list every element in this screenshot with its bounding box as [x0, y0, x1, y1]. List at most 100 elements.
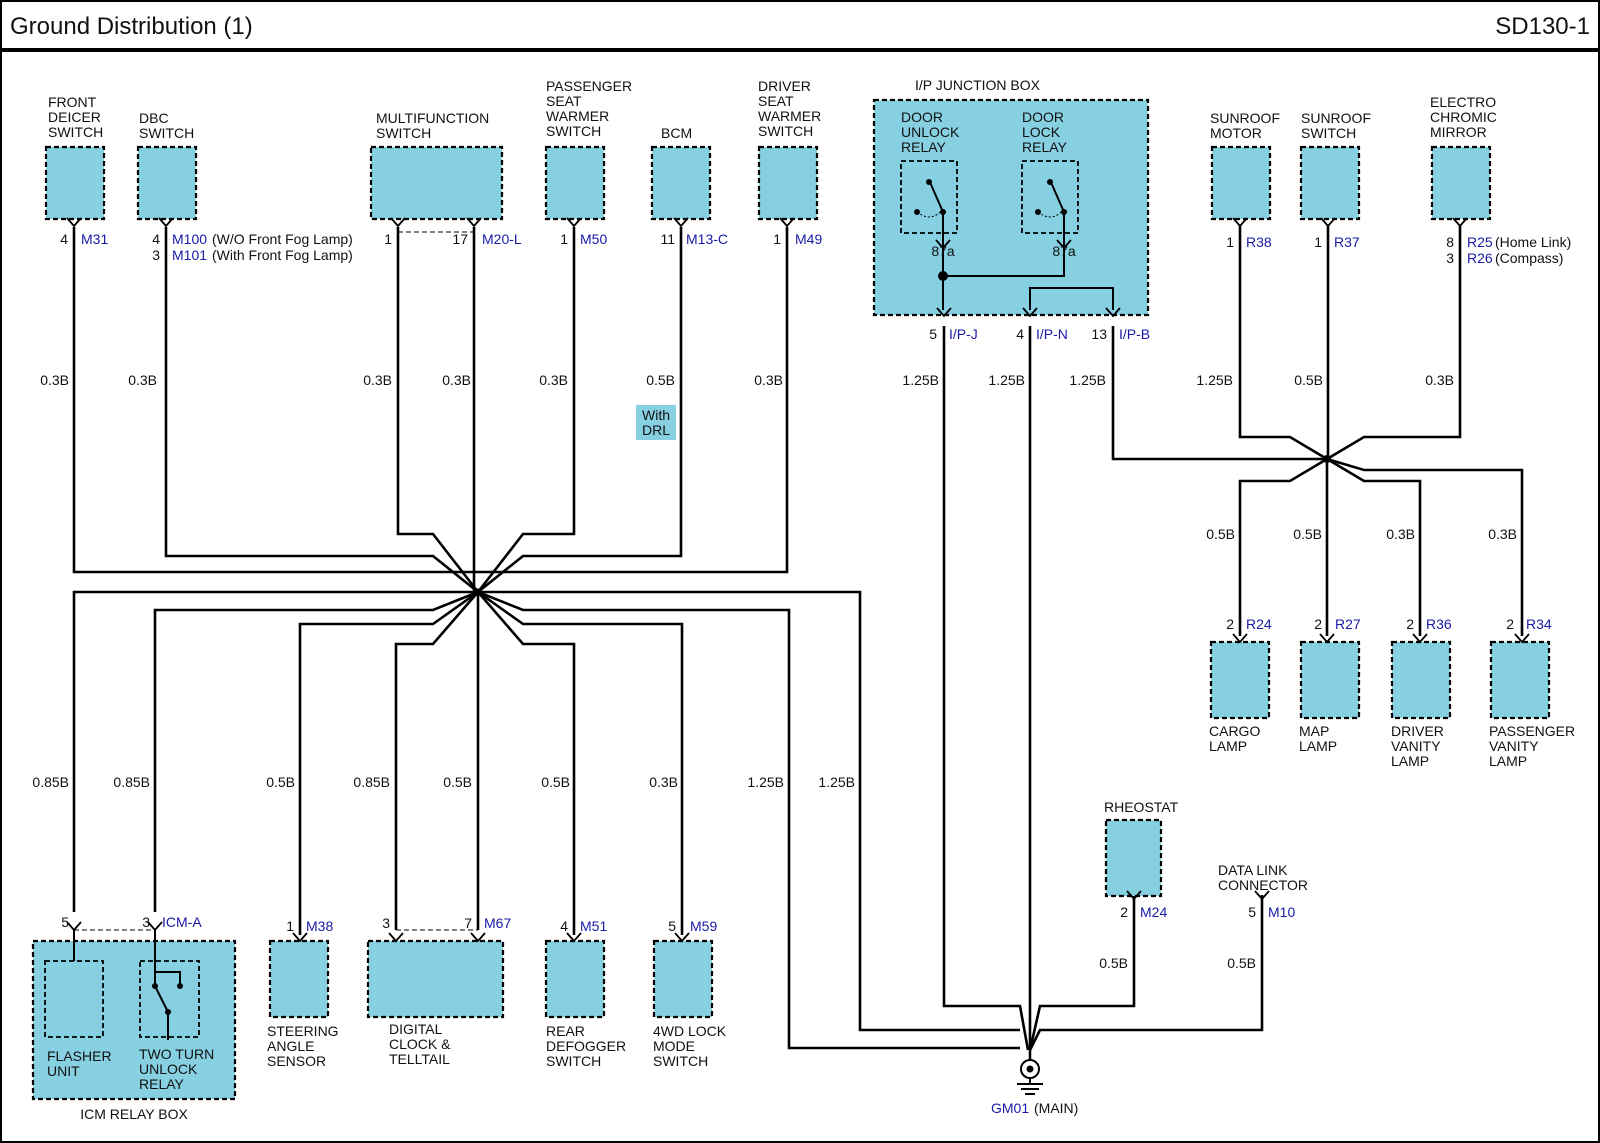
wire-gauge: 0.5B — [541, 774, 570, 790]
wire-gauge: 0.5B — [1294, 372, 1323, 388]
rear-defogger-switch — [544, 939, 606, 1019]
wire-gauge: 0.5B — [1206, 526, 1235, 542]
pin-number: 4 — [1016, 326, 1024, 342]
page-title: Ground Distribution (1) — [10, 13, 253, 40]
with-drl-note — [636, 405, 676, 440]
terminal-marker — [292, 932, 308, 943]
terminal-marker — [673, 217, 689, 228]
two-turn-unlock-relay — [139, 960, 200, 1038]
with-drl-text: With — [642, 407, 670, 423]
component-name: WARMER — [546, 108, 609, 124]
connector-id: R25 — [1467, 234, 1493, 250]
pin-number: 8 — [1446, 234, 1454, 250]
pin-number: 3 — [142, 914, 150, 930]
component-name: RHEOSTAT — [1104, 799, 1179, 815]
terminal-marker — [1056, 239, 1072, 250]
wire-gauge: 0.3B — [128, 372, 157, 388]
electro-chromic-mirror — [1430, 145, 1492, 221]
wire-gauge: 0.5B — [646, 372, 675, 388]
component-name: TWO TURN — [139, 1046, 214, 1062]
wire-gauge: 0.3B — [754, 372, 783, 388]
terminal-marker — [674, 932, 690, 943]
pin-number: 7 — [464, 915, 472, 931]
pin-number: 2 — [1314, 616, 1322, 632]
pin-number: 87a — [931, 243, 955, 259]
pin-number: 1 — [560, 231, 568, 247]
connector-id: M20-L — [482, 231, 522, 247]
pin-number: 11 — [660, 231, 675, 247]
terminal-marker — [1320, 217, 1336, 228]
connector-note: (Compass) — [1495, 250, 1563, 266]
component-name: SWITCH — [653, 1053, 708, 1069]
component-name: TELLTAIL — [389, 1051, 450, 1067]
sunroof-switch — [1299, 145, 1361, 221]
connector-id: M59 — [690, 918, 717, 934]
wire-gauge: 1.25B — [747, 774, 784, 790]
pin-number: 1 — [1314, 234, 1322, 250]
connector-id: M31 — [81, 231, 108, 247]
terminal-marker — [1254, 890, 1270, 901]
header-rule — [1, 48, 1599, 52]
wire-gauge: 0.5B — [1099, 955, 1128, 971]
wire-gauge: 0.3B — [1488, 526, 1517, 542]
pin-number: 5 — [668, 918, 676, 934]
wire-gauge: 0.85B — [32, 774, 69, 790]
dbc-switch — [136, 145, 198, 221]
component-name: SWITCH — [139, 125, 194, 141]
wire-gauge: 0.3B — [539, 372, 568, 388]
terminal-marker — [1232, 217, 1248, 228]
component-name: ELECTRO — [1430, 94, 1496, 110]
component-name: SENSOR — [267, 1053, 326, 1069]
connector-id: M10 — [1268, 904, 1295, 920]
cargo-lamp — [1209, 640, 1271, 720]
component-name: SWITCH — [1301, 125, 1356, 141]
pin-number: 17 — [452, 231, 468, 247]
wire-gauge: 0.3B — [442, 372, 471, 388]
connector-id: M13-C — [686, 231, 728, 247]
connector-id: M49 — [795, 231, 822, 247]
wire-gauge: 0.3B — [649, 774, 678, 790]
connector-id: R34 — [1526, 616, 1552, 632]
connector-id: R26 — [1467, 250, 1493, 266]
connector-note: (Home Link) — [1495, 234, 1571, 250]
wire-gauge: 0.5B — [1227, 955, 1256, 971]
connector-id: R38 — [1246, 234, 1272, 250]
passenger-seat-warmer-switch — [544, 145, 606, 221]
component-name: DOOR — [901, 109, 943, 125]
wire-gauge: 0.3B — [1386, 526, 1415, 542]
wire-gauge: 0.5B — [443, 774, 472, 790]
door-unlock-relay — [900, 160, 958, 234]
wire-gauge: 1.25B — [902, 372, 939, 388]
pin-number: 3 — [152, 247, 160, 263]
with-drl-text: DRL — [642, 422, 670, 438]
connector-id: GM01 — [991, 1100, 1029, 1116]
front-deicer-switch — [44, 145, 106, 221]
connector-id: ICM-A — [162, 914, 202, 930]
component-name: CARGO — [1209, 723, 1260, 739]
component-name: CLOCK & — [389, 1036, 451, 1052]
connector-note: (With Front Fog Lamp) — [212, 247, 353, 263]
terminal-marker — [1514, 633, 1530, 644]
terminal-marker — [66, 217, 82, 228]
pin-number: 13 — [1091, 326, 1107, 342]
ip-junction-box — [872, 98, 1150, 317]
terminal-marker — [466, 217, 482, 228]
pin-number: 2 — [1120, 904, 1128, 920]
wire-gauge: 0.85B — [353, 774, 390, 790]
component-name: DRIVER — [1391, 723, 1444, 739]
steering-angle-sensor — [268, 939, 330, 1019]
wire-gauge: 0.3B — [1425, 372, 1454, 388]
connector-id: R24 — [1246, 616, 1272, 632]
terminal-marker — [470, 932, 486, 943]
component-name: RELAY — [139, 1076, 185, 1092]
component-name: MIRROR — [1430, 124, 1487, 140]
component-name: DOOR — [1022, 109, 1064, 125]
component-name: DBC — [139, 110, 169, 126]
component-name: VANITY — [1391, 738, 1441, 754]
component-name: BCM — [661, 125, 692, 141]
map-lamp — [1299, 640, 1361, 720]
component-name: DIGITAL — [389, 1021, 443, 1037]
connector-links — [74, 231, 478, 931]
connector-id: M50 — [580, 231, 607, 247]
multifunction-switch — [369, 145, 504, 221]
